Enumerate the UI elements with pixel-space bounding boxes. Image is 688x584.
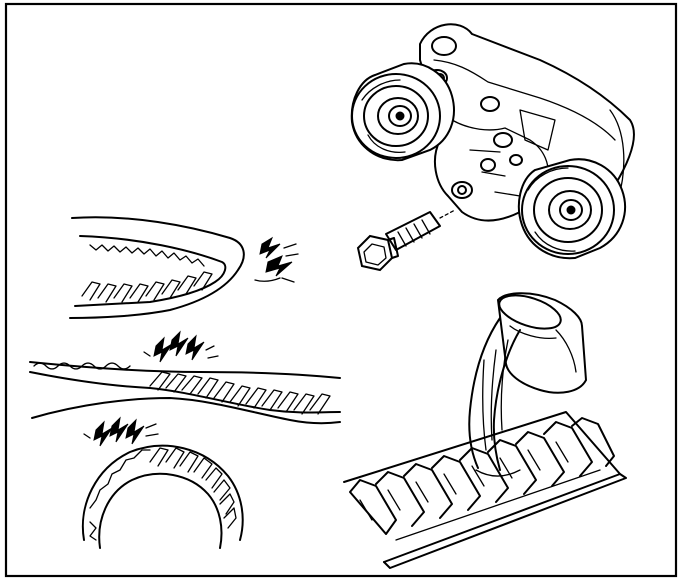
figure-border bbox=[4, 2, 678, 578]
idler-pulley-icon bbox=[350, 62, 455, 162]
belt-ring-damage bbox=[81, 416, 244, 549]
tensioner-pulley-icon bbox=[517, 158, 626, 260]
belt-fluid-contamination bbox=[343, 292, 627, 569]
belt-crack-at-bend bbox=[69, 216, 299, 319]
cracking-icon bbox=[143, 330, 219, 363]
cracking-icon bbox=[254, 236, 299, 283]
container-icon bbox=[496, 292, 588, 394]
belt-teeth-damage bbox=[29, 330, 341, 425]
tensioner-assembly bbox=[350, 23, 635, 272]
bolt-icon bbox=[356, 209, 456, 272]
cracking-icon bbox=[83, 416, 159, 447]
